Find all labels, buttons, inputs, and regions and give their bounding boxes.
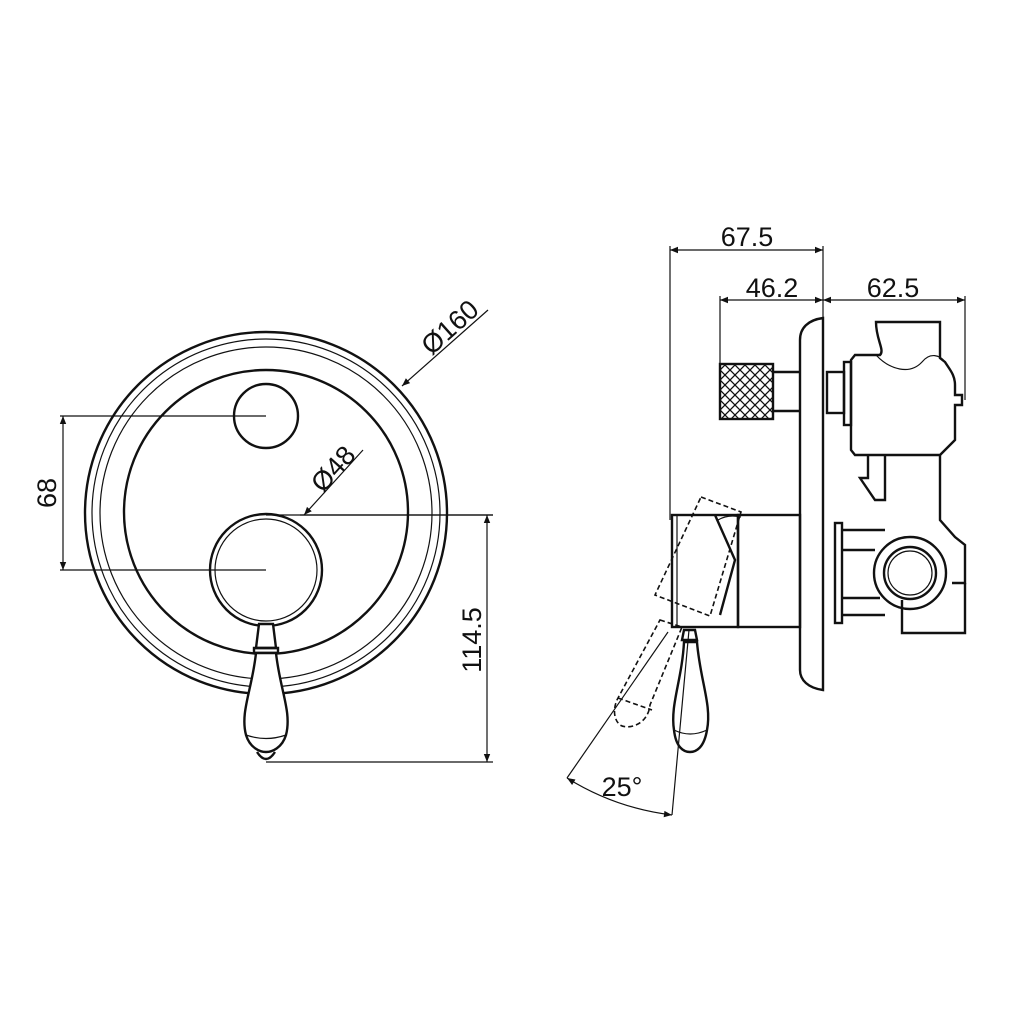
dimension-62-5-label: 62.5 xyxy=(867,273,920,303)
diverter-knob-knurled[interactable] xyxy=(718,362,775,421)
cover-plate-profile xyxy=(798,316,825,692)
angle-25-label: 25° xyxy=(602,772,643,802)
cover-plate-face xyxy=(122,368,410,656)
dimension-68-label: 68 xyxy=(32,478,62,508)
dimension-68: 68 xyxy=(32,415,266,571)
dimension-67-5: 67.5 xyxy=(669,222,824,520)
front-view: 68 114.5 Ø160 Ø48 xyxy=(32,294,493,763)
diameter-160-label: Ø160 xyxy=(415,294,484,360)
dimension-diameter-160: Ø160 xyxy=(401,294,489,387)
dimension-62-5: 62.5 xyxy=(823,273,966,400)
dimension-diameter-48: Ø48 xyxy=(300,440,493,516)
dimension-114-5-label: 114.5 xyxy=(457,607,487,673)
side-view: 67.5 46.2 62.5 xyxy=(566,222,967,818)
outlet-fitting xyxy=(833,521,948,625)
lever-handle[interactable] xyxy=(243,622,289,761)
diameter-48-label: Ø48 xyxy=(305,440,361,498)
dimension-46-2: 46.2 xyxy=(719,273,823,382)
dimension-114-5: 114.5 xyxy=(266,514,493,763)
mixer-handle-side[interactable] xyxy=(670,513,802,754)
valve-body xyxy=(825,320,967,635)
dimension-46-2-label: 46.2 xyxy=(746,273,799,303)
dimension-angle-25: 25° xyxy=(566,629,690,818)
rotated-handle-ghost xyxy=(613,495,742,728)
dimension-67-5-label: 67.5 xyxy=(721,222,774,252)
